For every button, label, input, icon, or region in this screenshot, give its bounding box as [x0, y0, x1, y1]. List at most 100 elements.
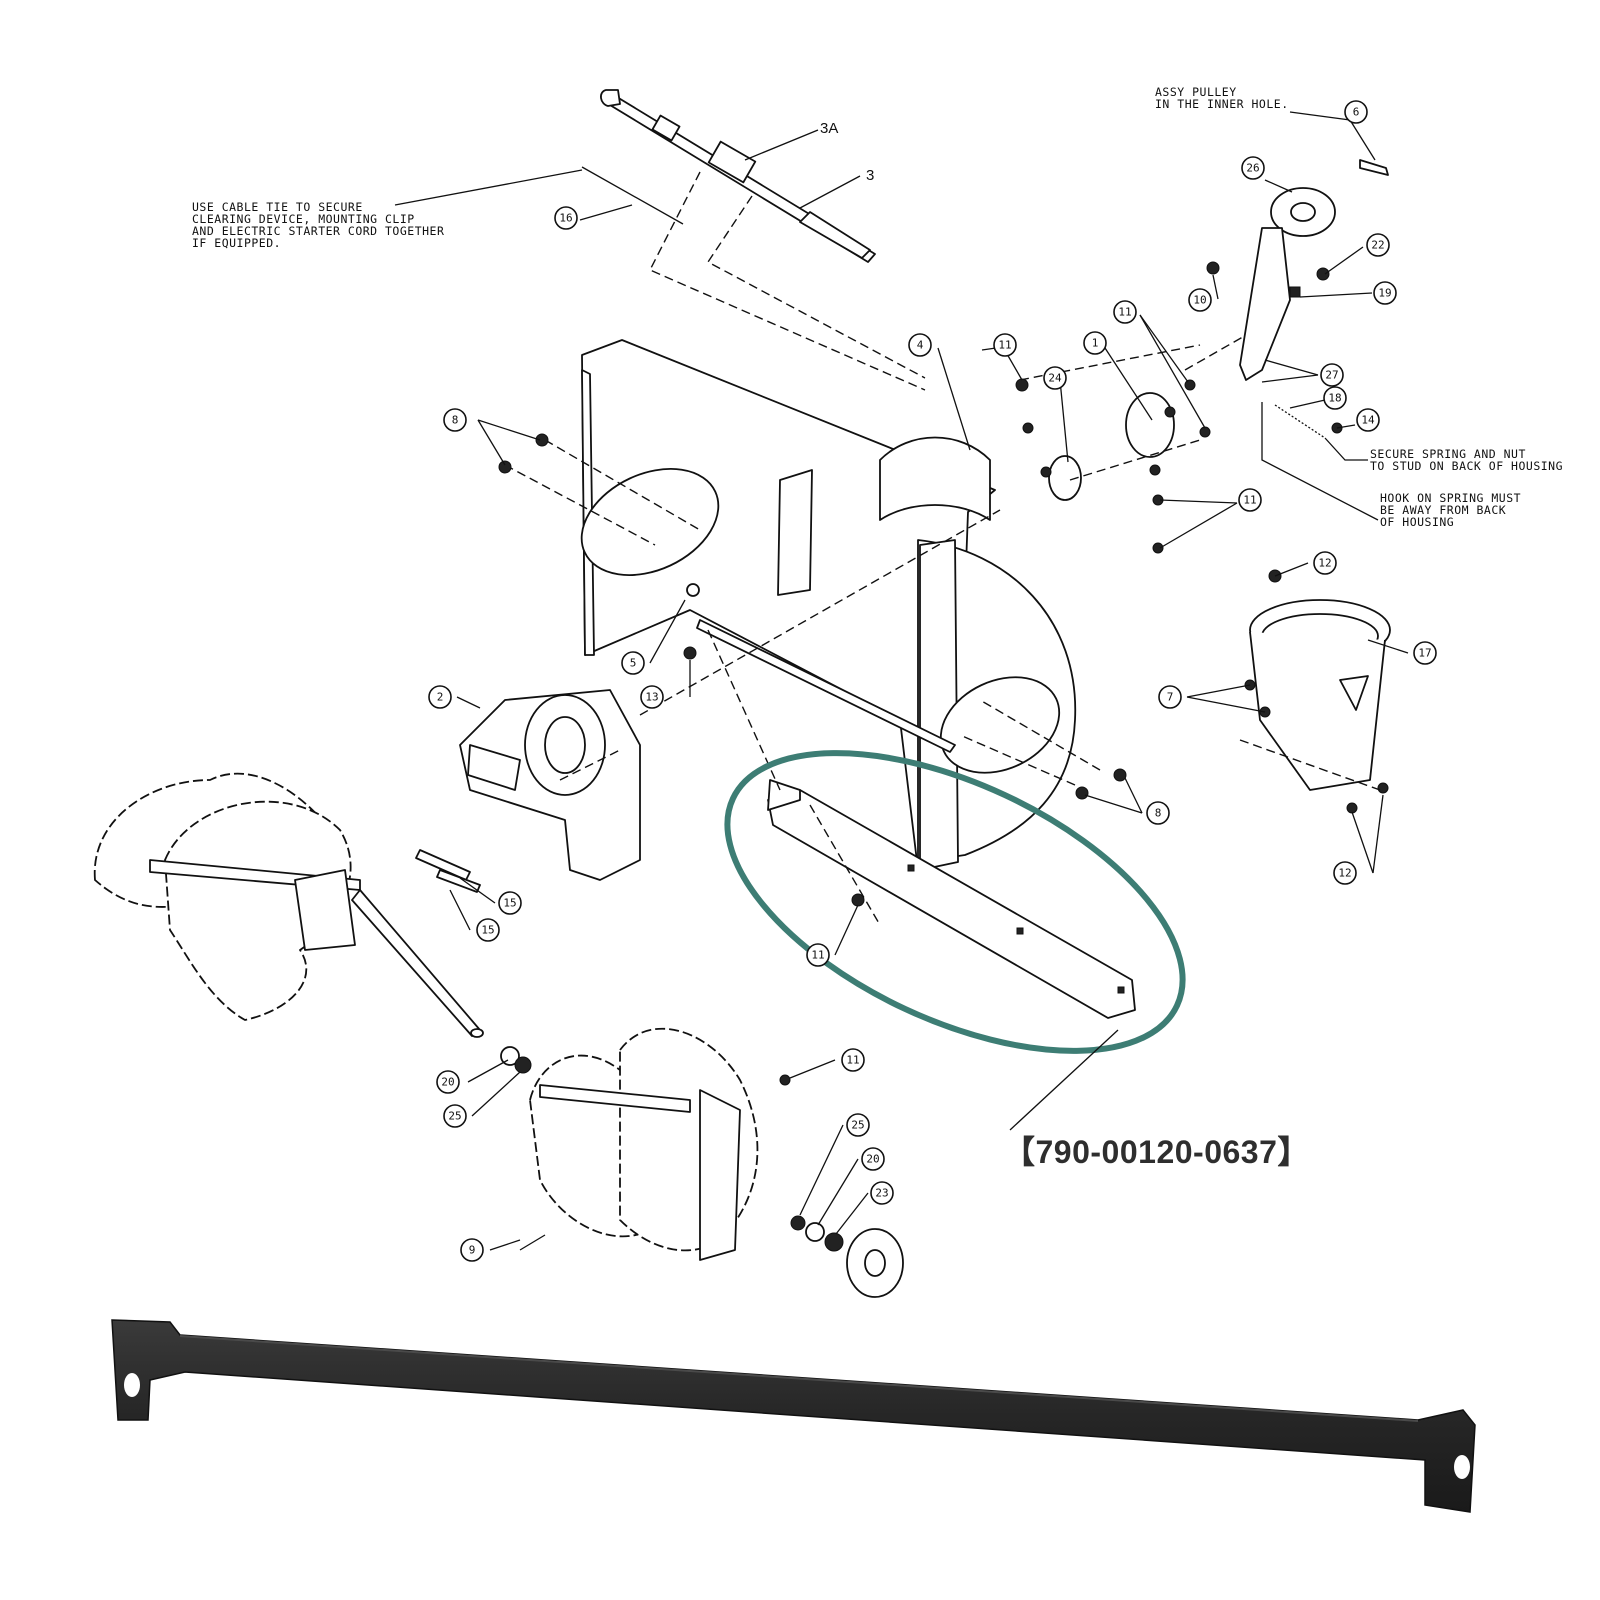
note-hook-1: HOOK ON SPRING MUST [1380, 491, 1521, 505]
callout-20-a: 20 [436, 1070, 460, 1094]
callout-11-c: 11 [1238, 488, 1262, 512]
note-hook-2: BE AWAY FROM BACK [1380, 503, 1506, 517]
svg-text:14: 14 [1361, 414, 1375, 427]
callout-15-a: 15 [498, 891, 522, 915]
callout-24: 24 [1043, 366, 1067, 390]
svg-text:11: 11 [998, 339, 1011, 352]
housing-hardware [498, 329, 1256, 800]
slot-2 [616, 1432, 630, 1447]
svg-text:2: 2 [437, 691, 444, 704]
svg-text:1: 1 [1092, 337, 1099, 350]
svg-text:12: 12 [1338, 867, 1351, 880]
svg-text:20: 20 [441, 1076, 454, 1089]
callout-4: 4 [908, 333, 932, 357]
svg-text:22: 22 [1371, 239, 1384, 252]
shave-plate-photo [111, 1319, 1476, 1513]
callout-10: 10 [1188, 288, 1212, 312]
note-spring-1: SECURE SPRING AND NUT [1370, 447, 1526, 461]
svg-text:24: 24 [1048, 372, 1062, 385]
gearbox-housing [459, 689, 641, 881]
callout-17: 17 [1413, 641, 1437, 665]
note-cable-tie-2: CLEARING DEVICE, MOUNTING CLIP [192, 212, 415, 226]
callout-2: 2 [428, 685, 452, 709]
note-cable-tie-4: IF EQUIPPED. [192, 236, 281, 250]
svg-text:25: 25 [851, 1119, 864, 1132]
highlight-ellipse [724, 750, 1186, 1054]
svg-text:8: 8 [452, 414, 459, 427]
callout-20-b: 20 [861, 1147, 885, 1171]
svg-text:13: 13 [645, 691, 658, 704]
auger-left [93, 772, 484, 1038]
shaft-assembly [600, 89, 926, 391]
mounting-hole-right [1454, 1455, 1470, 1479]
svg-text:25: 25 [448, 1110, 461, 1123]
note-hook-3: OF HOUSING [1380, 515, 1454, 529]
callout-25-b: 25 [846, 1113, 870, 1137]
callout-15-b: 15 [476, 918, 500, 942]
callout-16: 16 [554, 206, 578, 230]
svg-text:11: 11 [1243, 494, 1256, 507]
callout-6: 6 [1344, 100, 1368, 124]
note-cable-tie-3: AND ELECTRIC STARTER CORD TOGETHER [192, 224, 444, 238]
svg-text:15: 15 [503, 897, 516, 910]
svg-text:4: 4 [917, 339, 924, 352]
svg-text:6: 6 [1353, 106, 1360, 119]
svg-text:11: 11 [846, 1054, 859, 1067]
callout-13: 13 [640, 685, 664, 709]
svg-text:23: 23 [875, 1187, 888, 1200]
idler-assembly [1206, 159, 1389, 521]
svg-text:20: 20 [866, 1153, 879, 1166]
shave-plate-drawing [707, 629, 1136, 1019]
svg-text:10: 10 [1193, 294, 1206, 307]
svg-text:26: 26 [1246, 162, 1259, 175]
svg-text:9: 9 [469, 1244, 476, 1257]
callout-11-e: 11 [841, 1048, 865, 1072]
callout-5: 5 [621, 651, 645, 675]
note-cable-tie-1: USE CABLE TIE TO SECURE [192, 200, 363, 214]
label-3: 3 [866, 167, 874, 184]
callout-26: 26 [1241, 156, 1265, 180]
svg-text:7: 7 [1167, 691, 1174, 704]
callout-11-d: 11 [806, 943, 830, 967]
svg-text:11: 11 [811, 949, 824, 962]
cable-tie [394, 166, 684, 225]
callout-1: 1 [1083, 331, 1107, 355]
note-spring-2: TO STUD ON BACK OF HOUSING [1370, 459, 1563, 473]
callout-12-b: 12 [1333, 861, 1357, 885]
slot-1 [198, 1406, 210, 1419]
slot-3 [1010, 1457, 1024, 1472]
label-3A: 3A [820, 120, 838, 137]
svg-text:17: 17 [1418, 647, 1431, 660]
callout-12-a: 12 [1313, 551, 1337, 575]
mounting-hole-left [124, 1373, 140, 1397]
callout-18: 18 [1323, 386, 1347, 410]
note-pulley-2: IN THE INNER HOLE. [1155, 97, 1289, 111]
svg-text:18: 18 [1328, 392, 1341, 405]
callout-23: 23 [870, 1181, 894, 1205]
svg-text:8: 8 [1155, 807, 1162, 820]
auger-right [500, 1027, 904, 1298]
callout-8-a: 8 [443, 408, 467, 432]
callout-25-a: 25 [443, 1104, 467, 1128]
svg-text:19: 19 [1378, 287, 1391, 300]
callout-9: 9 [460, 1238, 484, 1262]
svg-text:15: 15 [481, 924, 494, 937]
note-pulley-1: ASSY PULLEY [1155, 85, 1237, 99]
callout-11-a: 11 [1113, 300, 1137, 324]
callout-19: 19 [1373, 281, 1397, 305]
part-number-label: 【790-00120-0637】 [1003, 1134, 1310, 1170]
svg-text:27: 27 [1325, 369, 1338, 382]
svg-text:11: 11 [1118, 306, 1131, 319]
auger-housing [580, 339, 1175, 871]
callout-14: 14 [1356, 408, 1380, 432]
callout-7: 7 [1158, 685, 1182, 709]
callout-11-b: 11 [993, 333, 1017, 357]
discharge-chute [1239, 569, 1391, 814]
svg-text:5: 5 [630, 657, 637, 670]
callout-8-b: 8 [1146, 801, 1170, 825]
callout-22: 22 [1366, 233, 1390, 257]
callout-27: 27 [1320, 363, 1344, 387]
svg-text:16: 16 [559, 212, 572, 225]
part-number-leader [1009, 1029, 1119, 1131]
